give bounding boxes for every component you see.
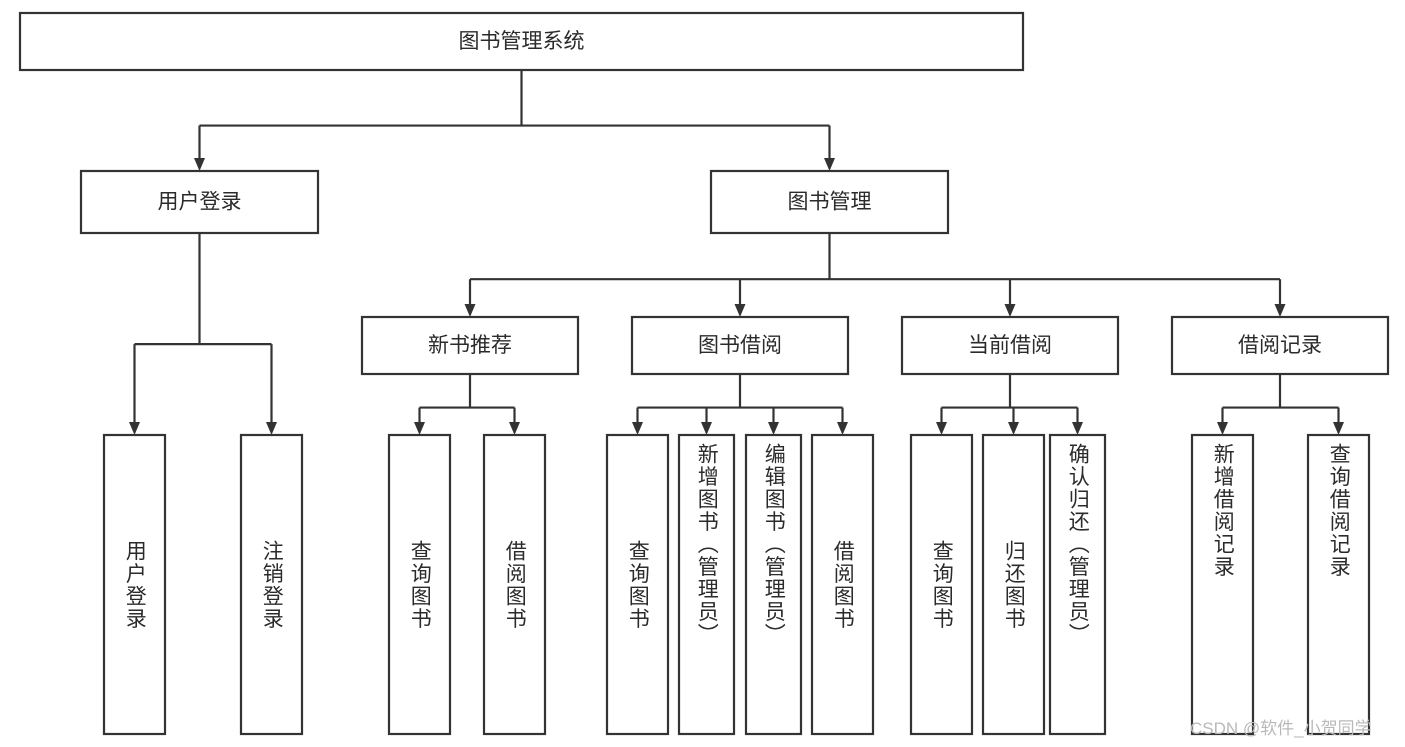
arrow-head-icon — [509, 422, 520, 435]
node-box-l-logout — [239, 433, 304, 736]
arrow-head-icon — [734, 304, 746, 317]
node-box-root — [18, 11, 1025, 72]
node-label-n-book-mgmt: 图书管理 — [788, 191, 872, 214]
arrow-head-icon — [936, 422, 947, 435]
node-box-l-cb-query — [909, 433, 974, 736]
node-box-l-nb-borrow — [482, 433, 547, 736]
node-box-l-br-query — [1306, 433, 1371, 736]
arrow-head-icon — [1008, 422, 1019, 435]
arrow-head-icon — [129, 422, 140, 435]
node-box-n-borrow — [630, 315, 850, 376]
node-box-l-bb-edit — [744, 433, 803, 736]
arrow-head-icon — [632, 422, 643, 435]
node-box-l-br-add — [1190, 433, 1255, 736]
arrow-head-icon — [768, 422, 779, 435]
arrow-head-icon — [1072, 422, 1083, 435]
arrow-head-icon — [1274, 304, 1286, 317]
csdn-watermark: CSDN @软件_小贺同学 — [1190, 719, 1372, 738]
node-box-l-bb-borrow — [810, 433, 875, 736]
connector-layer — [129, 70, 1344, 435]
arrow-head-icon — [414, 422, 425, 435]
arrow-head-icon — [824, 158, 835, 171]
node-box-l-cb-confirm — [1048, 433, 1107, 736]
arrow-head-icon — [266, 422, 277, 435]
node-box-l-nb-query — [387, 433, 452, 736]
arrow-head-icon — [194, 158, 205, 171]
node-box-l-bb-query — [605, 433, 670, 736]
arrow-head-icon — [464, 304, 476, 317]
box-layer — [18, 11, 1390, 736]
node-label-root: 图书管理系统 — [459, 30, 585, 53]
arrow-head-icon — [837, 422, 848, 435]
arrow-head-icon — [1333, 422, 1344, 435]
node-box-n-book-mgmt — [709, 169, 950, 235]
node-box-n-new-book — [360, 315, 580, 376]
arrow-head-icon — [1004, 304, 1016, 317]
node-box-l-cb-return — [981, 433, 1046, 736]
arrow-head-icon — [701, 422, 712, 435]
node-label-n-record: 借阅记录 — [1238, 334, 1322, 357]
node-box-n-user-login — [79, 169, 320, 235]
node-label-n-borrow: 图书借阅 — [698, 334, 782, 357]
node-label-n-current: 当前借阅 — [968, 334, 1052, 357]
node-box-n-record — [1170, 315, 1390, 376]
arrow-head-icon — [1217, 422, 1228, 435]
node-label-n-new-book: 新书推荐 — [428, 334, 512, 357]
node-box-l-bb-add — [677, 433, 736, 736]
node-box-n-current — [900, 315, 1120, 376]
node-label-n-user-login: 用户登录 — [158, 191, 242, 214]
node-box-l-user-login — [102, 433, 167, 736]
